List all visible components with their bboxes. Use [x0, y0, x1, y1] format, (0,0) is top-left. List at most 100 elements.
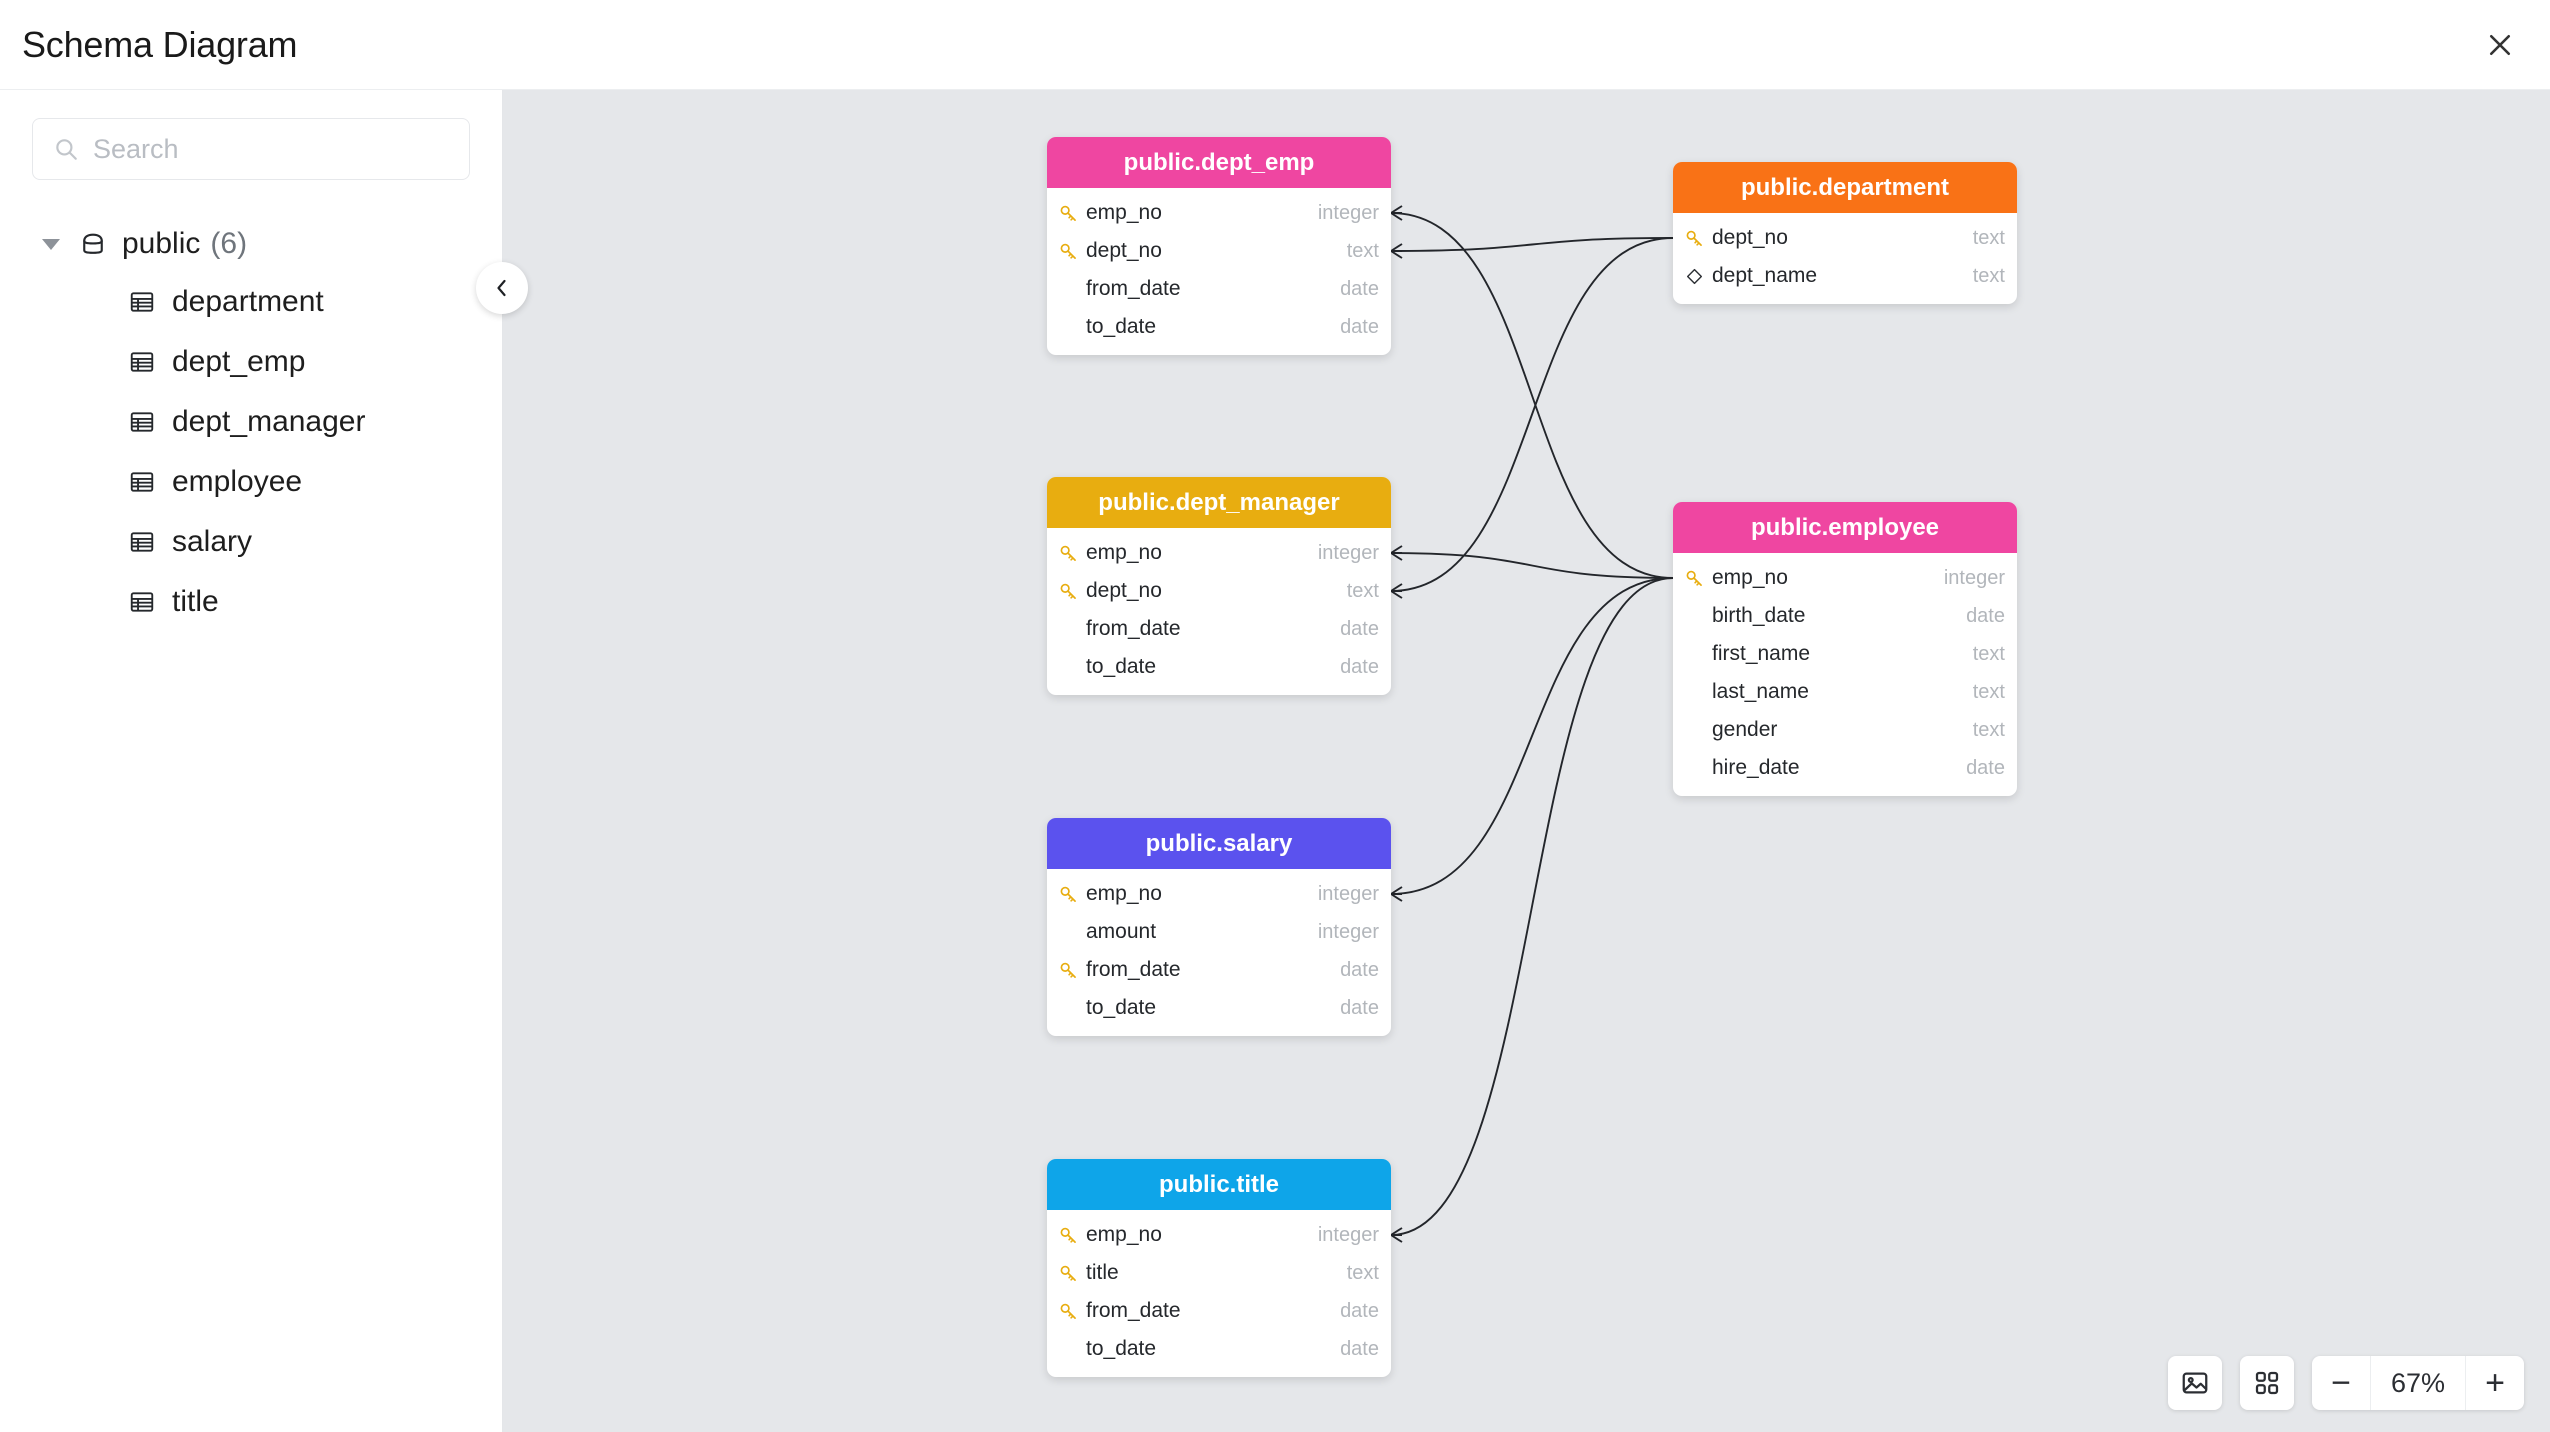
- relationship-edge: [1390, 552, 1674, 579]
- sidebar-item-title[interactable]: title: [0, 572, 502, 632]
- sidebar-item-employee[interactable]: employee: [0, 452, 502, 512]
- tree-schema-public[interactable]: public (6): [0, 216, 502, 272]
- column-type: integer: [1317, 882, 1379, 905]
- column-type: date: [1340, 315, 1379, 338]
- relationship-edges: [1390, 205, 1674, 1243]
- column-row[interactable]: gender text: [1673, 711, 2017, 749]
- column-name: gender: [1712, 718, 1778, 741]
- column-type: text: [1972, 642, 2005, 665]
- column-name: last_name: [1712, 680, 1809, 703]
- close-icon: [2489, 34, 2511, 55]
- relationship-edge: [1390, 237, 1674, 592]
- column-name: emp_no: [1086, 541, 1162, 564]
- table-node-header: public.department: [1673, 162, 2017, 213]
- search-box[interactable]: [32, 118, 470, 180]
- image-icon: [2182, 1372, 2208, 1394]
- relationship-edge: [1390, 577, 1674, 1236]
- column-row[interactable]: emp_no integer: [1047, 194, 1391, 232]
- diamond-icon: [1686, 268, 1703, 284]
- key-icon: [1060, 1303, 1076, 1319]
- column-name: emp_no: [1086, 882, 1162, 905]
- column-type: date: [1340, 996, 1379, 1019]
- canvas-toolbar: − 67% +: [2168, 1356, 2524, 1410]
- zoom-in-button[interactable]: +: [2485, 1363, 2505, 1402]
- column-type: date: [1340, 958, 1379, 981]
- crowfoot-marker: [1390, 1227, 1403, 1243]
- relationship-edge: [1390, 212, 1674, 579]
- fit-view-button[interactable]: [2240, 1356, 2294, 1410]
- sidebar-item-department[interactable]: department: [0, 272, 502, 332]
- column-type: text: [1972, 718, 2005, 741]
- crowfoot-marker: [1390, 243, 1403, 259]
- close-button[interactable]: [2472, 17, 2528, 73]
- column-row[interactable]: to_date date: [1047, 648, 1391, 686]
- key-icon: [1060, 962, 1076, 978]
- zoom-out-button[interactable]: −: [2331, 1363, 2351, 1402]
- key-icon: [1060, 243, 1076, 259]
- column-name: from_date: [1086, 617, 1181, 640]
- column-name: emp_no: [1086, 201, 1162, 224]
- sidebar-collapse-button[interactable]: [476, 262, 528, 314]
- column-type: text: [1972, 226, 2005, 249]
- table-icon: [130, 472, 154, 492]
- export-image-button[interactable]: [2168, 1356, 2222, 1410]
- column-name: to_date: [1086, 1337, 1157, 1360]
- sidebar-item-dept_manager[interactable]: dept_manager: [0, 392, 502, 452]
- crowfoot-marker: [1390, 583, 1403, 599]
- column-row[interactable]: emp_no integer: [1047, 875, 1391, 913]
- column-type: date: [1966, 756, 2005, 779]
- key-icon: [1060, 886, 1076, 902]
- column-type: integer: [1317, 201, 1379, 224]
- column-name: birth_date: [1712, 604, 1806, 627]
- database-icon: [83, 233, 103, 254]
- sidebar-item-label: department: [172, 285, 324, 318]
- key-icon: [1060, 205, 1076, 221]
- column-type: date: [1340, 655, 1379, 678]
- key-icon: [1686, 570, 1702, 586]
- column-row[interactable]: from_date date: [1047, 610, 1391, 648]
- column-name: to_date: [1086, 655, 1157, 678]
- sidebar-item-salary[interactable]: salary: [0, 512, 502, 572]
- column-type: date: [1340, 617, 1379, 640]
- table-node-header: public.salary: [1047, 818, 1391, 869]
- column-row[interactable]: last_name text: [1673, 673, 2017, 711]
- key-icon: [1060, 1265, 1076, 1281]
- column-type: text: [1346, 579, 1379, 602]
- column-row[interactable]: birth_date date: [1673, 597, 2017, 635]
- search-input[interactable]: [93, 133, 449, 165]
- zoom-level-label[interactable]: 67%: [2370, 1356, 2466, 1410]
- search-container: [0, 90, 502, 180]
- table-node-header: public.employee: [1673, 502, 2017, 553]
- column-type: text: [1972, 680, 2005, 703]
- column-type: date: [1966, 604, 2005, 627]
- sidebar-item-dept_emp[interactable]: dept_emp: [0, 332, 502, 392]
- chevron-down-icon[interactable]: [42, 238, 60, 250]
- column-name: dept_name: [1712, 264, 1818, 287]
